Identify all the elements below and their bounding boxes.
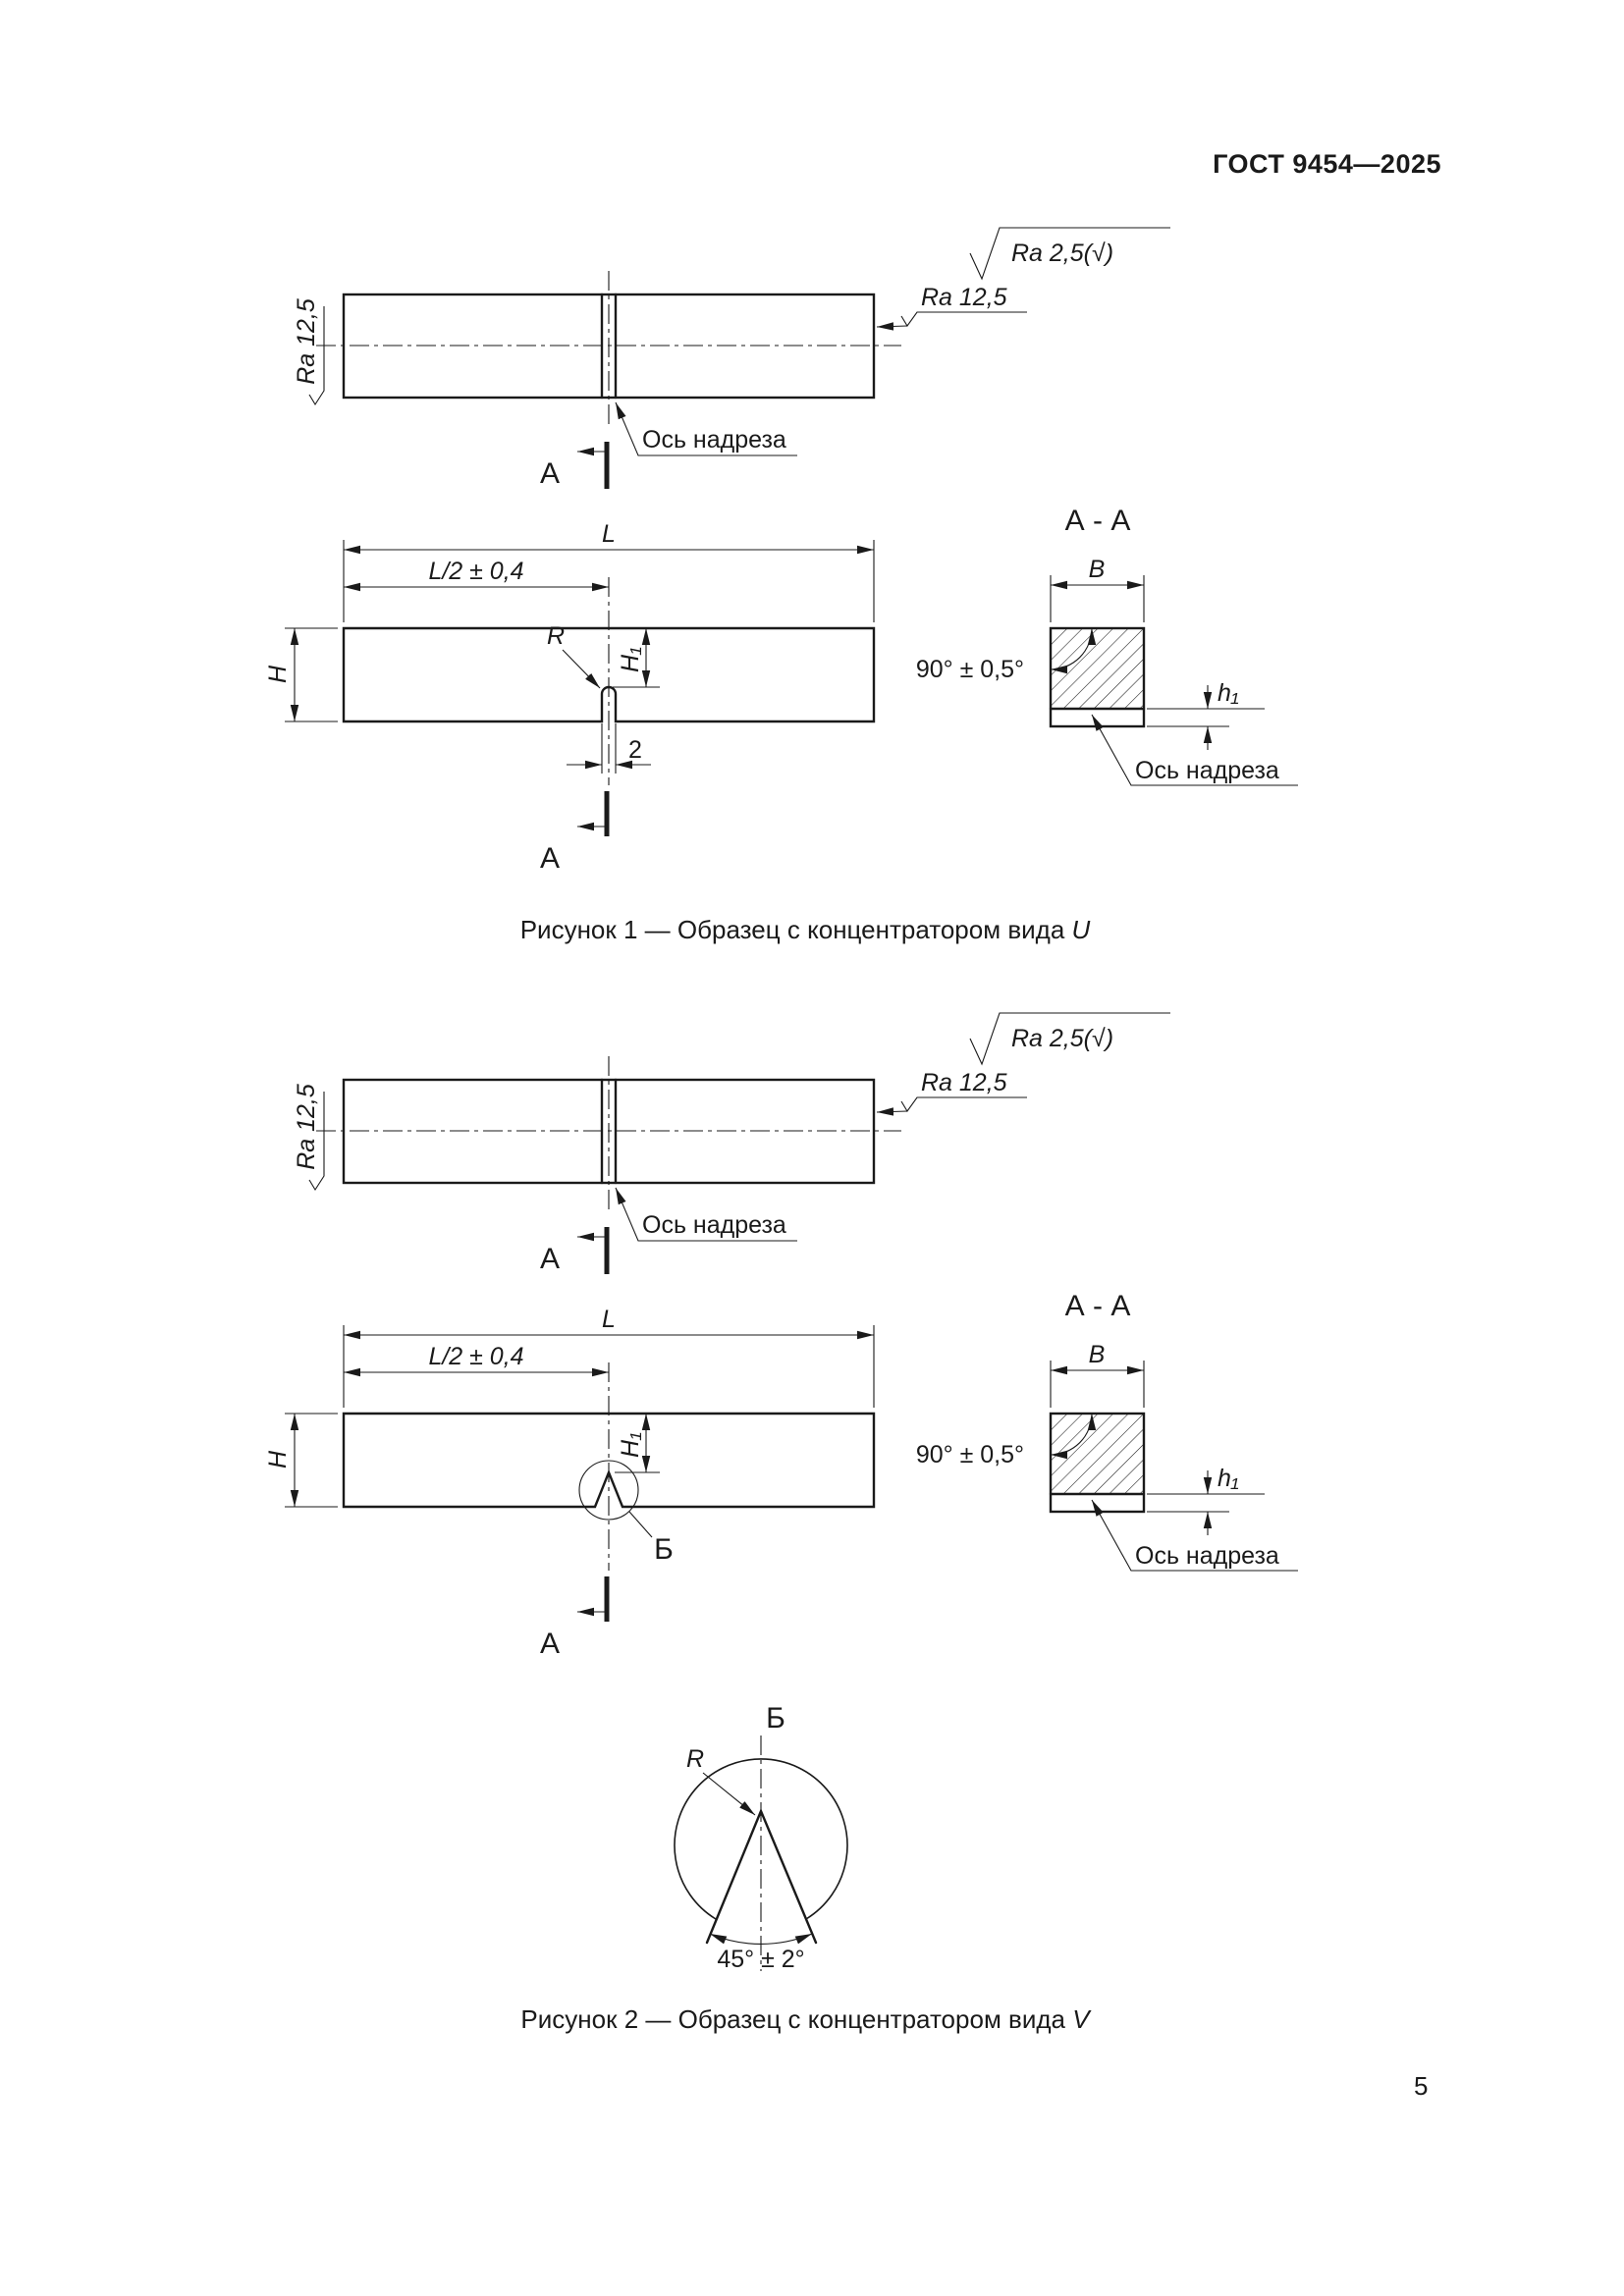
figure1-caption-text: Рисунок 1 — Образец с концентратором вид… [519, 915, 1072, 944]
fig1-dim-half-L-label: L/2 ± 0,4 [428, 558, 523, 585]
fig2-side-roughness-symbol: Ra 12,5 [293, 1084, 325, 1192]
fig2-section-mark-bottom: А [540, 1576, 610, 1660]
fig2-section-mark-top: А [540, 1227, 610, 1275]
fig1-side-roughness-symbol: Ra 12,5 [293, 298, 325, 406]
fig1-section-letter-bottom: А [540, 842, 560, 875]
fig1-dim-half-L: L/2 ± 0,4 [344, 558, 609, 592]
fig2-dim-H1: H₁ [615, 1414, 660, 1473]
fig2-section-letter-top: А [540, 1243, 560, 1275]
fig1-top-view: Ra 12,5 Ra 12,5 Ra 2,5(√) Ось надреза А [293, 227, 1170, 490]
fig2-angle-90-callout: 90° ± 0,5° [916, 1413, 1097, 1468]
fig2-detail-boundary [674, 1758, 848, 1920]
fig1-section-hatch [1051, 628, 1144, 709]
fig1-section-letter-top: А [540, 457, 560, 490]
fig2-top-notch-axis-label: Ось надреза [642, 1211, 786, 1239]
fig2-detail-R-label: R [686, 1745, 704, 1773]
fig2-detail-v-profile [705, 1807, 818, 1945]
fig2-dim-B-label: B [1089, 1341, 1106, 1368]
fig1-dim-H1-label: H₁ [617, 647, 644, 672]
fig2-section-title: А - А [1065, 1290, 1131, 1322]
fig1-section-view: А - А B 90° ± 0,5° h₁ [916, 505, 1298, 786]
fig1-dim-h1: h₁ [1147, 679, 1265, 750]
fig1-end-roughness-symbol: Ra 12,5 [876, 284, 1027, 331]
fig2-detail-angle-label: 45° ± 2° [717, 1946, 804, 1973]
fig1-section-notch-axis-callout: Ось надреза [1091, 714, 1298, 786]
fig2-top-view: Ra 12,5 Ra 12,5 Ra 2,5(√) Ось надреза А [293, 1012, 1170, 1275]
fig1-dim-notch-width: 2 [567, 723, 651, 774]
fig2-dim-H1-label: H₁ [617, 1432, 644, 1458]
fig2-end-roughness-label: Ra 12,5 [921, 1069, 1007, 1096]
fig2-dim-half-L-label: L/2 ± 0,4 [428, 1343, 523, 1370]
fig1-general-roughness-label: Ra 2,5(√) [1011, 240, 1113, 267]
fig1-section-notch-axis-label: Ось надреза [1135, 757, 1279, 784]
figure1-caption-type: U [1071, 915, 1091, 944]
fig2-detail-view: Б R 45° ± 2° [674, 1702, 848, 1973]
fig1-front-view: L L/2 ± 0,4 H H₁ R [264, 520, 876, 875]
fig1-top-notch-axis-label: Ось надреза [642, 426, 786, 454]
fig2-dim-H: H [264, 1413, 338, 1508]
fig2-top-notch-axis-callout: Ось надреза [615, 1187, 797, 1242]
fig2-dim-half-L: L/2 ± 0,4 [344, 1343, 609, 1377]
fig2-detail-title: Б [766, 1702, 785, 1735]
fig1-section-mark-bottom: А [540, 791, 610, 875]
fig2-dim-L: L [343, 1306, 875, 1408]
fig1-dim-L-label: L [602, 520, 616, 548]
fig1-dim-R-label: R [547, 622, 565, 650]
fig1-angle-90-callout: 90° ± 0,5° [916, 627, 1097, 683]
fig2-detail-radius-callout: R [686, 1745, 756, 1816]
fig2-angle-90-label: 90° ± 0,5° [916, 1441, 1024, 1468]
figure2-caption-text: Рисунок 2 — Образец с концентратором вид… [520, 2004, 1073, 2034]
fig2-section-view: А - А B 90° ± 0,5° h₁ [916, 1290, 1298, 1572]
fig2-side-roughness-label: Ra 12,5 [293, 1084, 320, 1170]
fig2-section-notch-axis-label: Ось надреза [1135, 1542, 1279, 1570]
fig2-dim-B: B [1050, 1341, 1145, 1408]
fig2-section-notch-axis-callout: Ось надреза [1091, 1499, 1298, 1572]
fig1-dim-notch-width-label: 2 [628, 736, 642, 764]
fig1-end-roughness-label: Ra 12,5 [921, 284, 1007, 311]
fig2-dim-L-label: L [602, 1306, 616, 1333]
fig1-section-mark-top: А [540, 442, 610, 490]
fig2-end-roughness-symbol: Ra 12,5 [876, 1069, 1027, 1116]
fig1-section-title: А - А [1065, 505, 1131, 537]
fig1-top-notch-axis-callout: Ось надреза [615, 401, 797, 456]
figure2-caption-type: V [1072, 2004, 1090, 2034]
fig2-detail-angle-callout: 45° ± 2° [709, 1933, 813, 1973]
fig2-dim-H-label: H [264, 1450, 292, 1468]
page-number: 5 [1414, 2071, 1429, 2101]
fig1-angle-90-label: 90° ± 0,5° [916, 656, 1024, 683]
standard-designation: ГОСТ 9454—2025 [1213, 149, 1441, 179]
fig1-dim-B-label: B [1089, 556, 1106, 583]
fig1-front-bar-u-notch [342, 626, 876, 723]
fig2-detail-letter-callout: Б [654, 1533, 674, 1566]
fig1-dim-h1-label: h₁ [1218, 679, 1239, 707]
fig1-dim-H: H [264, 627, 338, 722]
fig2-dim-h1-label: h₁ [1218, 1465, 1239, 1492]
fig1-dim-L: L [343, 520, 875, 622]
fig1-dim-B: B [1050, 556, 1145, 622]
figure2-caption: Рисунок 2 — Образец с концентратором вид… [177, 2004, 1434, 2035]
fig2-section-letter-bottom: А [540, 1628, 560, 1660]
fig2-front-view: L L/2 ± 0,4 H H₁ Б [264, 1306, 876, 1660]
fig1-general-roughness-symbol: Ra 2,5(√) [969, 227, 1170, 281]
fig2-section-hatch [1051, 1414, 1144, 1494]
fig1-dim-H-label: H [264, 665, 292, 683]
fig1-dim-H1: H₁ [613, 628, 660, 688]
fig2-dim-h1: h₁ [1147, 1465, 1265, 1535]
fig2-general-roughness-symbol: Ra 2,5(√) [969, 1012, 1170, 1066]
fig1-notch-radius-callout: R [547, 622, 601, 689]
fig2-general-roughness-label: Ra 2,5(√) [1011, 1025, 1113, 1052]
figure1-caption: Рисунок 1 — Образец с концентратором вид… [177, 915, 1434, 945]
fig2-detail-circle [578, 1460, 639, 1521]
fig2-detail-callout: Б [578, 1460, 674, 1566]
fig1-side-roughness-label: Ra 12,5 [293, 298, 320, 385]
